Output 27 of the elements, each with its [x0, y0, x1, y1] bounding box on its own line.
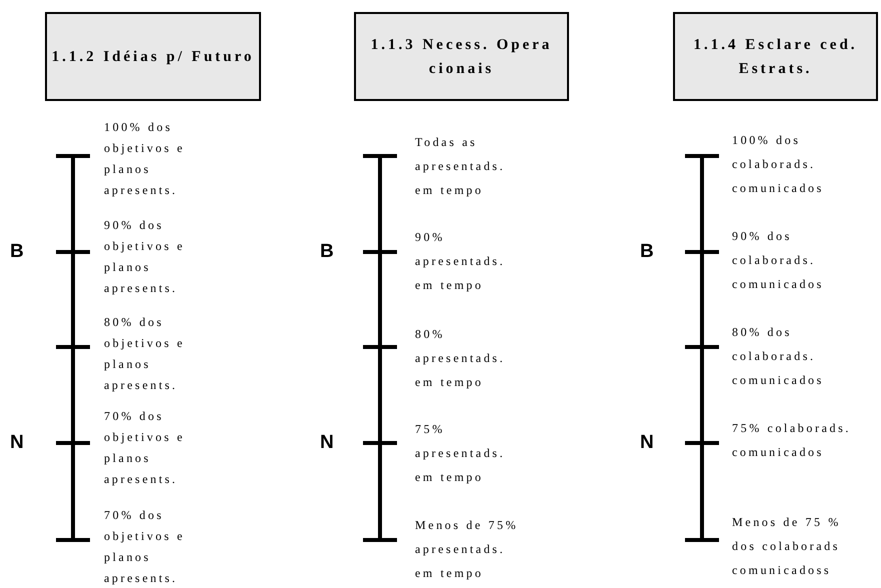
level-description: 70% dos objetivos e planos apresents.: [104, 408, 186, 488]
level-description: 90% dos colaborads. comunicados: [732, 228, 825, 293]
level-marker: B: [640, 241, 654, 263]
level-marker: N: [640, 432, 654, 454]
level-description: 100% dos objetivos e planos apresents.: [104, 119, 186, 199]
level-description: 70% dos objetivos e planos apresents.: [104, 507, 186, 587]
heading-box: [673, 12, 878, 101]
level-description: 80% apresentads. em tempo: [415, 326, 506, 391]
level-description: 80% dos objetivos e planos apresents.: [104, 314, 186, 394]
heading-text: 1.1.2 Idéias p/ Futuro: [52, 48, 254, 66]
heading-box: [354, 12, 569, 101]
level-description: 80% dos colaborads. comunicados: [732, 324, 825, 389]
level-description: Menos de 75% apresentads. em tempo: [415, 517, 520, 582]
heading-text: 1.1.3 Necess. Opera cionais: [370, 36, 554, 78]
level-marker: N: [10, 432, 24, 454]
level-description: Menos de 75 % dos colaborads comunicadoss: [732, 514, 842, 579]
level-marker: B: [320, 241, 334, 263]
level-description: 90% dos objetivos e planos apresents.: [104, 217, 186, 297]
level-description: 90% apresentads. em tempo: [415, 229, 506, 294]
heading-text: 1.1.4 Esclare ced. Estrats.: [692, 36, 859, 78]
level-marker: N: [320, 432, 334, 454]
level-marker: B: [10, 241, 24, 263]
level-description: 75% apresentads. em tempo: [415, 421, 506, 486]
level-description: 100% dos colaborads. comunicados: [732, 132, 825, 197]
level-description: 75% colaborads. comunicados: [732, 420, 852, 461]
heading-box: [45, 12, 261, 101]
level-description: Todas as apresentads. em tempo: [415, 134, 506, 199]
